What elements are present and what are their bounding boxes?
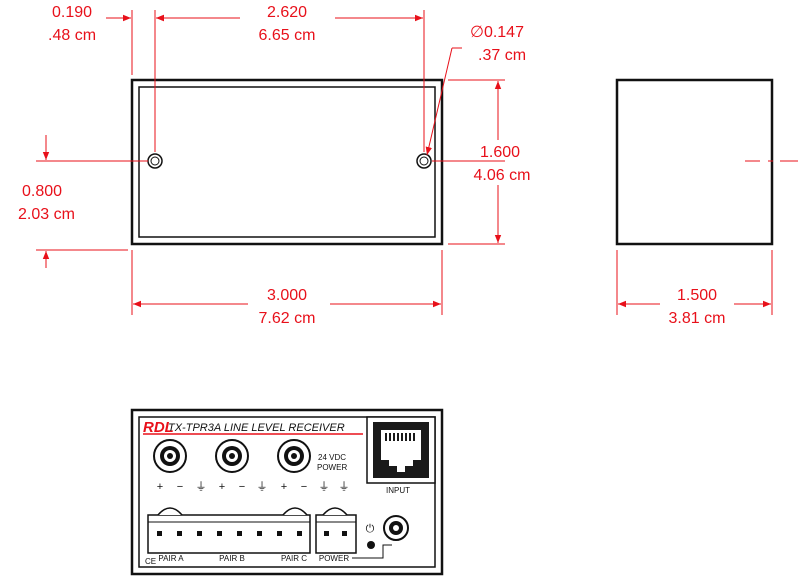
top-view-outer-outline xyxy=(130,78,444,246)
front-panel-inner xyxy=(138,416,436,568)
terminal-symbol: + xyxy=(219,481,225,493)
pair-label: PAIR A xyxy=(158,554,184,563)
power-led xyxy=(367,541,375,549)
ce-mark: CE xyxy=(145,557,156,566)
dim-depth-in: 1.500 xyxy=(677,287,717,304)
dc-power-jack xyxy=(383,515,409,541)
terminal-symbol: ⏚ xyxy=(319,480,330,493)
dim-hole-offset-cm: .48 cm xyxy=(48,27,96,44)
terminal-symbol: − xyxy=(301,481,307,493)
pair-label: PAIR C xyxy=(281,554,307,563)
terminal-symbol: − xyxy=(177,481,183,493)
dim-hole-diameter-in: ∅0.147 xyxy=(470,24,524,41)
input-label: INPUT xyxy=(386,486,410,495)
pair-label: PAIR B xyxy=(219,554,245,563)
side-view xyxy=(615,78,774,246)
dim-hole-center-height-cm: 2.03 cm xyxy=(18,206,75,223)
dim-width-cm: 7.62 cm xyxy=(259,310,316,327)
dim-hole-offset-in: 0.190 xyxy=(52,4,92,21)
terminal-block-audio xyxy=(147,507,311,554)
terminal-symbols: + − ⏚ + − ⏚ + − ⏚ + ⏚ xyxy=(157,480,350,493)
mount-hole-left-inner xyxy=(150,156,160,166)
dim-hole-diameter-cm: .37 cm xyxy=(478,47,526,64)
brand-logo: RDL xyxy=(143,419,174,436)
power-label-line2: POWER xyxy=(317,463,347,472)
jack-pair-c xyxy=(277,439,311,473)
pair-labels: PAIR A PAIR B PAIR C POWER xyxy=(158,554,349,563)
power-leader-line xyxy=(352,544,392,559)
dim-width-in: 3.000 xyxy=(267,287,307,304)
dim-height-cm: 4.06 cm xyxy=(474,167,531,184)
jack-pair-b xyxy=(215,439,249,473)
power-label-line1: 24 VDC xyxy=(318,453,346,462)
power-led-icon: ⏻ xyxy=(366,523,375,535)
terminal-symbol: + xyxy=(281,481,287,493)
top-view-dimension-lines xyxy=(36,10,505,315)
top-view-inner-outline xyxy=(138,86,436,238)
terminal-symbol: ⏚ xyxy=(196,480,207,493)
pair-label: POWER xyxy=(319,554,349,563)
terminal-symbol: + xyxy=(157,481,163,493)
mount-hole-right xyxy=(416,153,432,169)
terminal-symbol: ⏚ xyxy=(257,480,268,493)
dim-depth-cm: 3.81 cm xyxy=(669,310,726,327)
jack-pair-a xyxy=(153,439,187,473)
top-view-dimension-labels: 0.190 .48 cm 2.620 6.65 cm ∅0.147 .37 cm… xyxy=(18,4,530,327)
side-view-dimension-labels: 1.500 3.81 cm xyxy=(669,287,726,327)
panel-title: TX-TPR3A LINE LEVEL RECEIVER xyxy=(168,422,345,434)
top-view xyxy=(130,78,444,246)
dim-height-in: 1.600 xyxy=(480,144,520,161)
terminal-block-power xyxy=(315,507,357,554)
terminal-symbol: ⏚ xyxy=(339,480,350,493)
mount-hole-right-inner xyxy=(419,156,429,166)
mount-hole-left xyxy=(147,153,163,169)
front-panel: RDL TX-TPR3A LINE LEVEL RECEIVER INPUT xyxy=(130,408,444,576)
side-view-dimension-lines xyxy=(616,160,798,315)
terminal-symbol: − xyxy=(239,481,245,493)
side-view-outline xyxy=(615,78,774,246)
dim-hole-spacing-cm: 6.65 cm xyxy=(259,27,316,44)
dim-hole-spacing-in: 2.620 xyxy=(267,4,307,21)
dim-hole-center-height-in: 0.800 xyxy=(22,183,62,200)
